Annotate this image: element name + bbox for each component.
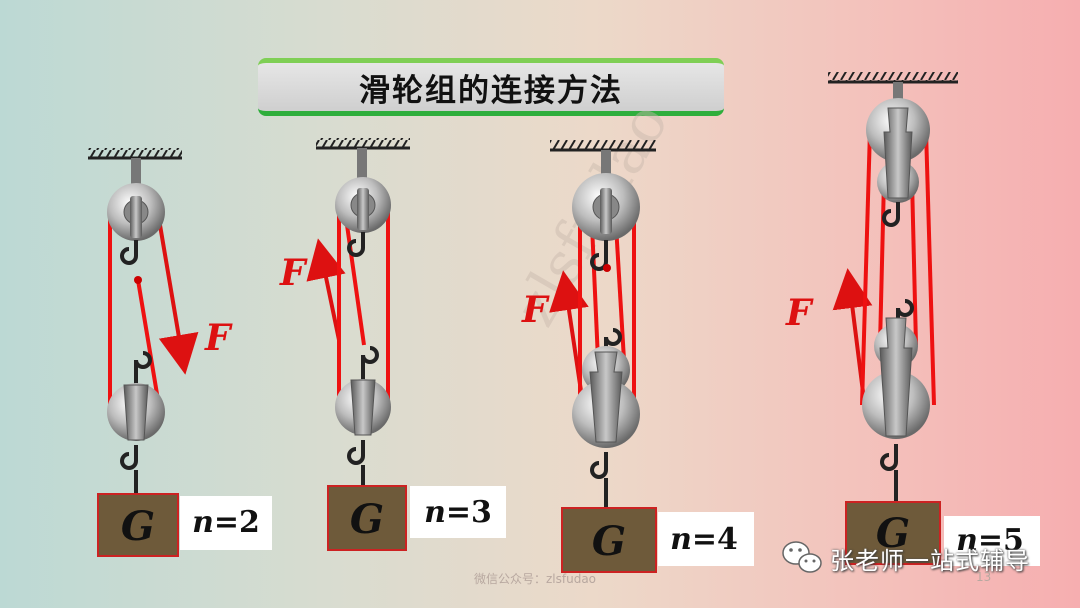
title-bar: 滑轮组的连接方法: [258, 58, 724, 116]
n-label: n=3: [424, 495, 492, 530]
page-number: 13: [976, 570, 992, 584]
ceiling-hatch: [316, 138, 410, 148]
hook: [604, 328, 622, 355]
load-label: G: [876, 510, 910, 557]
rope: [614, 224, 626, 361]
load-label: G: [121, 503, 155, 550]
hook: [120, 240, 138, 265]
n-label: n=2: [192, 505, 260, 540]
brand-text: 张老师一站式辅导: [830, 546, 1030, 575]
n-label-box: [410, 486, 506, 538]
wechat-icon: [782, 541, 822, 573]
brand-watermark: 张老师一站式辅导: [782, 538, 1030, 578]
rope-knot: [134, 276, 142, 284]
rope: [878, 179, 886, 346]
force-label: F: [204, 317, 233, 359]
hook: [120, 445, 138, 470]
n-label: n=4: [670, 522, 738, 557]
rope: [910, 179, 918, 346]
support-rod: [601, 150, 611, 190]
hook: [347, 440, 365, 465]
force-label: F: [521, 289, 550, 331]
hook: [882, 202, 900, 227]
rope: [136, 279, 160, 401]
n-label-box: [180, 496, 272, 550]
n-label-box: [658, 512, 754, 566]
load-label: G: [592, 518, 626, 565]
rope-knot: [603, 264, 611, 272]
load-box: [845, 501, 941, 565]
hook: [134, 351, 152, 390]
rope: [924, 129, 936, 406]
ceiling-hatch: [828, 72, 958, 82]
load-label: G: [350, 496, 384, 543]
pulley-system-n3: G n=3 F: [279, 138, 506, 551]
support-rod: [893, 82, 903, 112]
hook: [880, 444, 898, 471]
pulley-system-n4: G n=4 F: [521, 140, 754, 573]
pulley-system-n5: G n=5 F: [785, 72, 1040, 566]
hook: [896, 299, 914, 330]
force-arrow: [158, 224, 199, 375]
force-label: F: [279, 252, 308, 294]
force-arrow: [306, 238, 346, 341]
n-label: n=5: [956, 523, 1024, 558]
footer-account: 微信公众号：zlsfudao: [474, 572, 597, 586]
hook: [590, 452, 608, 479]
ceiling-hatch: [550, 140, 656, 150]
force-label: F: [785, 292, 814, 334]
ceiling-hatch: [88, 148, 182, 158]
support-rod: [131, 158, 141, 198]
hook: [361, 346, 379, 385]
pulley-system-n2: G n=2 F: [88, 148, 272, 557]
slide-title: 滑轮组的连接方法: [359, 72, 623, 109]
load-box: [327, 485, 407, 551]
load-box: [97, 493, 179, 557]
hook: [347, 232, 365, 257]
support-rod: [357, 148, 367, 188]
rope: [860, 129, 872, 406]
load-box: [561, 507, 657, 573]
n-label-box: [944, 516, 1040, 566]
hook: [590, 240, 608, 271]
rope: [590, 224, 600, 361]
